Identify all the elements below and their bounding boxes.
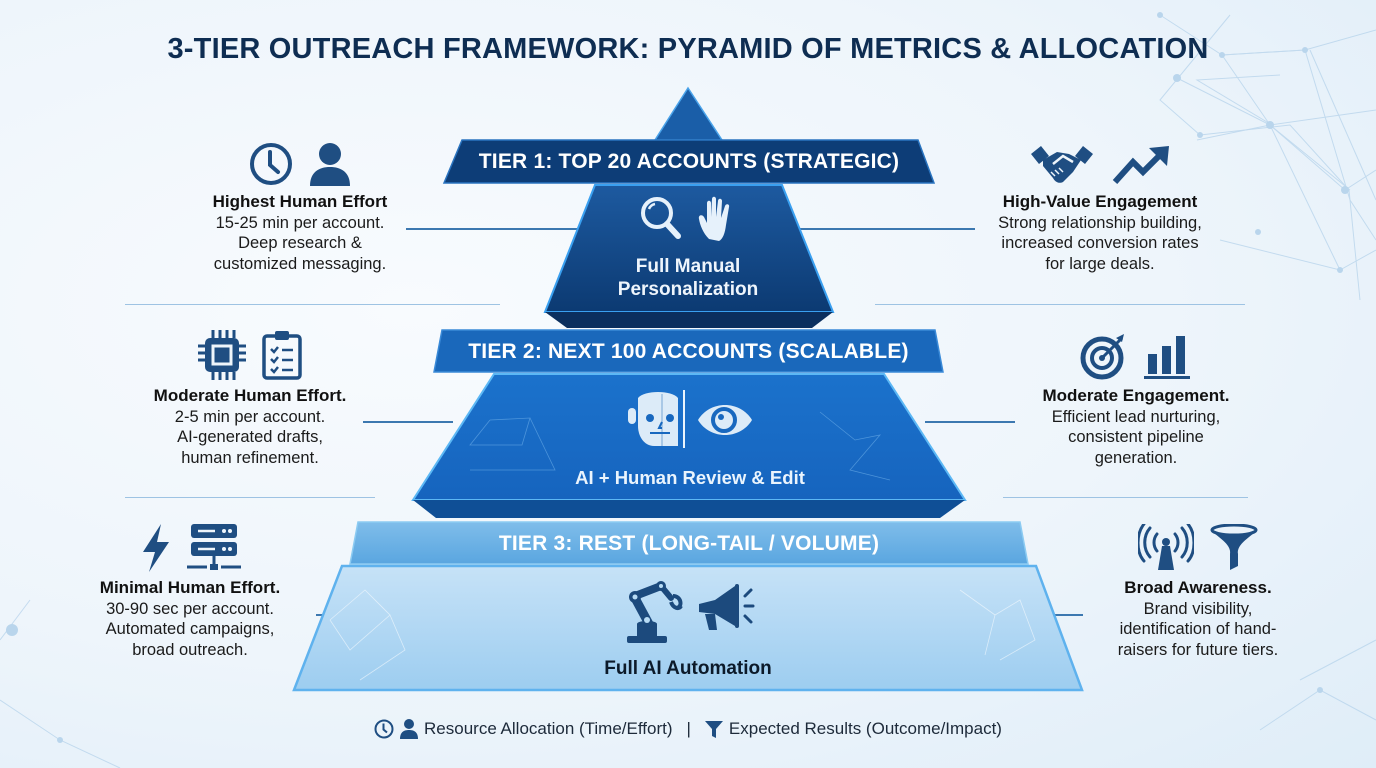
tier-2-results-panel: Moderate Engagement. Efficient lead nurt… — [1006, 332, 1266, 468]
divider-line — [1003, 497, 1248, 498]
person-icon — [310, 143, 350, 186]
page-title: 3-TIER OUTREACH FRAMEWORK: PYRAMID OF ME… — [167, 33, 1209, 65]
tier-1-results-line: for large deals. — [1045, 254, 1155, 273]
lightning-icon — [143, 524, 169, 572]
tier-1-results-line: Strong relationship building, — [998, 213, 1202, 232]
tier-2-resource-panel: Moderate Human Effort. 2-5 min per accou… — [120, 330, 380, 468]
megaphone-icon — [699, 584, 755, 630]
legend-results-label: Expected Results (Outcome/Impact) — [728, 719, 1002, 738]
funnel-icon — [704, 721, 723, 738]
tier-3-results-line: Brand visibility, — [1143, 599, 1253, 618]
clock-icon — [250, 143, 292, 185]
tier-2-approach-line: AI + Human Review & Edit — [575, 467, 805, 488]
tier-1-approach-line: Personalization — [617, 279, 759, 300]
tier-3-effort-line: broad outreach. — [132, 640, 248, 659]
checklist-icon — [262, 331, 302, 380]
tier-1-effort-line: 15-25 min per account. — [215, 213, 385, 232]
handshake-icon — [1031, 146, 1093, 183]
server-icon — [187, 524, 241, 570]
tier-2-banner: TIER 2: NEXT 100 ACCOUNTS (SCALABLE) — [468, 340, 909, 363]
legend: Resource Allocation (Time/Effort) | Expe… — [0, 719, 1376, 739]
tier-3-effort-line: Automated campaigns, — [105, 620, 275, 638]
broadcast-icon — [1138, 524, 1194, 570]
magnifier-icon — [641, 197, 681, 239]
tier-1-effort-heading: Highest Human Effort — [212, 192, 388, 211]
legend-resource-label: Resource Allocation (Time/Effort) — [424, 719, 673, 738]
trend-up-icon — [1112, 146, 1169, 185]
tier-2-results-line: consistent pipeline — [1068, 428, 1204, 446]
tier-3-results-panel: Broad Awareness. Brand visibility, ident… — [1078, 524, 1318, 660]
tier-3-results-line: raisers for future tiers. — [1117, 640, 1279, 659]
chip-icon — [198, 330, 246, 380]
person-icon — [400, 719, 419, 739]
tier-3-results-heading: Broad Awareness. — [1124, 578, 1272, 597]
connector-line — [363, 421, 453, 423]
target-icon — [1080, 334, 1124, 380]
tier-2-center-icons — [600, 390, 780, 448]
tier-3-results-line: identification of hand- — [1119, 620, 1277, 638]
tier-1-resource-panel: Highest Human Effort 15-25 min per accou… — [170, 138, 430, 274]
tier-3-resource-panel: Minimal Human Effort. 30-90 sec per acco… — [60, 524, 320, 660]
divider-line — [125, 304, 500, 305]
tier-2-effort-line: AI-generated drafts, — [177, 428, 323, 446]
tier-1-effort-line: customized messaging. — [213, 254, 387, 273]
tier-3-center-icons — [610, 580, 770, 644]
tier-2-effort-heading: Moderate Human Effort. — [153, 386, 347, 405]
tier-2-results-line: Efficient lead nurturing, — [1051, 407, 1221, 426]
eye-icon — [698, 405, 752, 435]
clock-icon — [374, 719, 394, 739]
divider-line — [125, 497, 375, 498]
tier-1-results-line: increased conversion rates — [1001, 234, 1199, 252]
tier-1-approach-line: Full Manual — [635, 256, 741, 277]
bar-chart-icon — [1144, 336, 1190, 379]
tier-3-approach: Full AI Automation — [540, 657, 836, 680]
tier-3-effort-line: 30-90 sec per account. — [106, 599, 274, 618]
connector-line — [795, 228, 975, 230]
tier-1-approach: Full Manual Personalization — [560, 255, 816, 301]
tier-1-banner: TIER 1: TOP 20 ACCOUNTS (STRATEGIC) — [478, 150, 900, 173]
hand-icon — [698, 196, 730, 241]
legend-divider: | — [686, 719, 691, 738]
tier-2-approach: AI + Human Review & Edit — [520, 466, 860, 489]
tier-1-effort-line: Deep research & — [238, 234, 362, 252]
robot-arm-icon — [627, 581, 683, 643]
tier-1-center-icons — [588, 195, 788, 243]
tier-3-effort-heading: Minimal Human Effort. — [99, 578, 281, 597]
connector-line — [406, 228, 586, 230]
tier-1-results-heading: High-Value Engagement — [1002, 192, 1198, 211]
tier-2-results-heading: Moderate Engagement. — [1042, 386, 1230, 405]
connector-line — [1033, 614, 1083, 616]
tier-1-results-panel: High-Value Engagement Strong relationshi… — [960, 138, 1240, 274]
tier-3-banner: TIER 3: REST (LONG-TAIL / VOLUME) — [498, 532, 880, 555]
connector-line — [925, 421, 1015, 423]
divider-line — [875, 304, 1245, 305]
tier-2-effort-line: human refinement. — [181, 448, 319, 467]
tier-3-approach-line: Full AI Automation — [604, 658, 772, 679]
tier-2-results-line: generation. — [1094, 448, 1178, 467]
ai-human-face-icon — [628, 390, 685, 448]
tier-2-effort-line: 2-5 min per account. — [174, 407, 326, 426]
funnel-icon — [1210, 524, 1258, 570]
